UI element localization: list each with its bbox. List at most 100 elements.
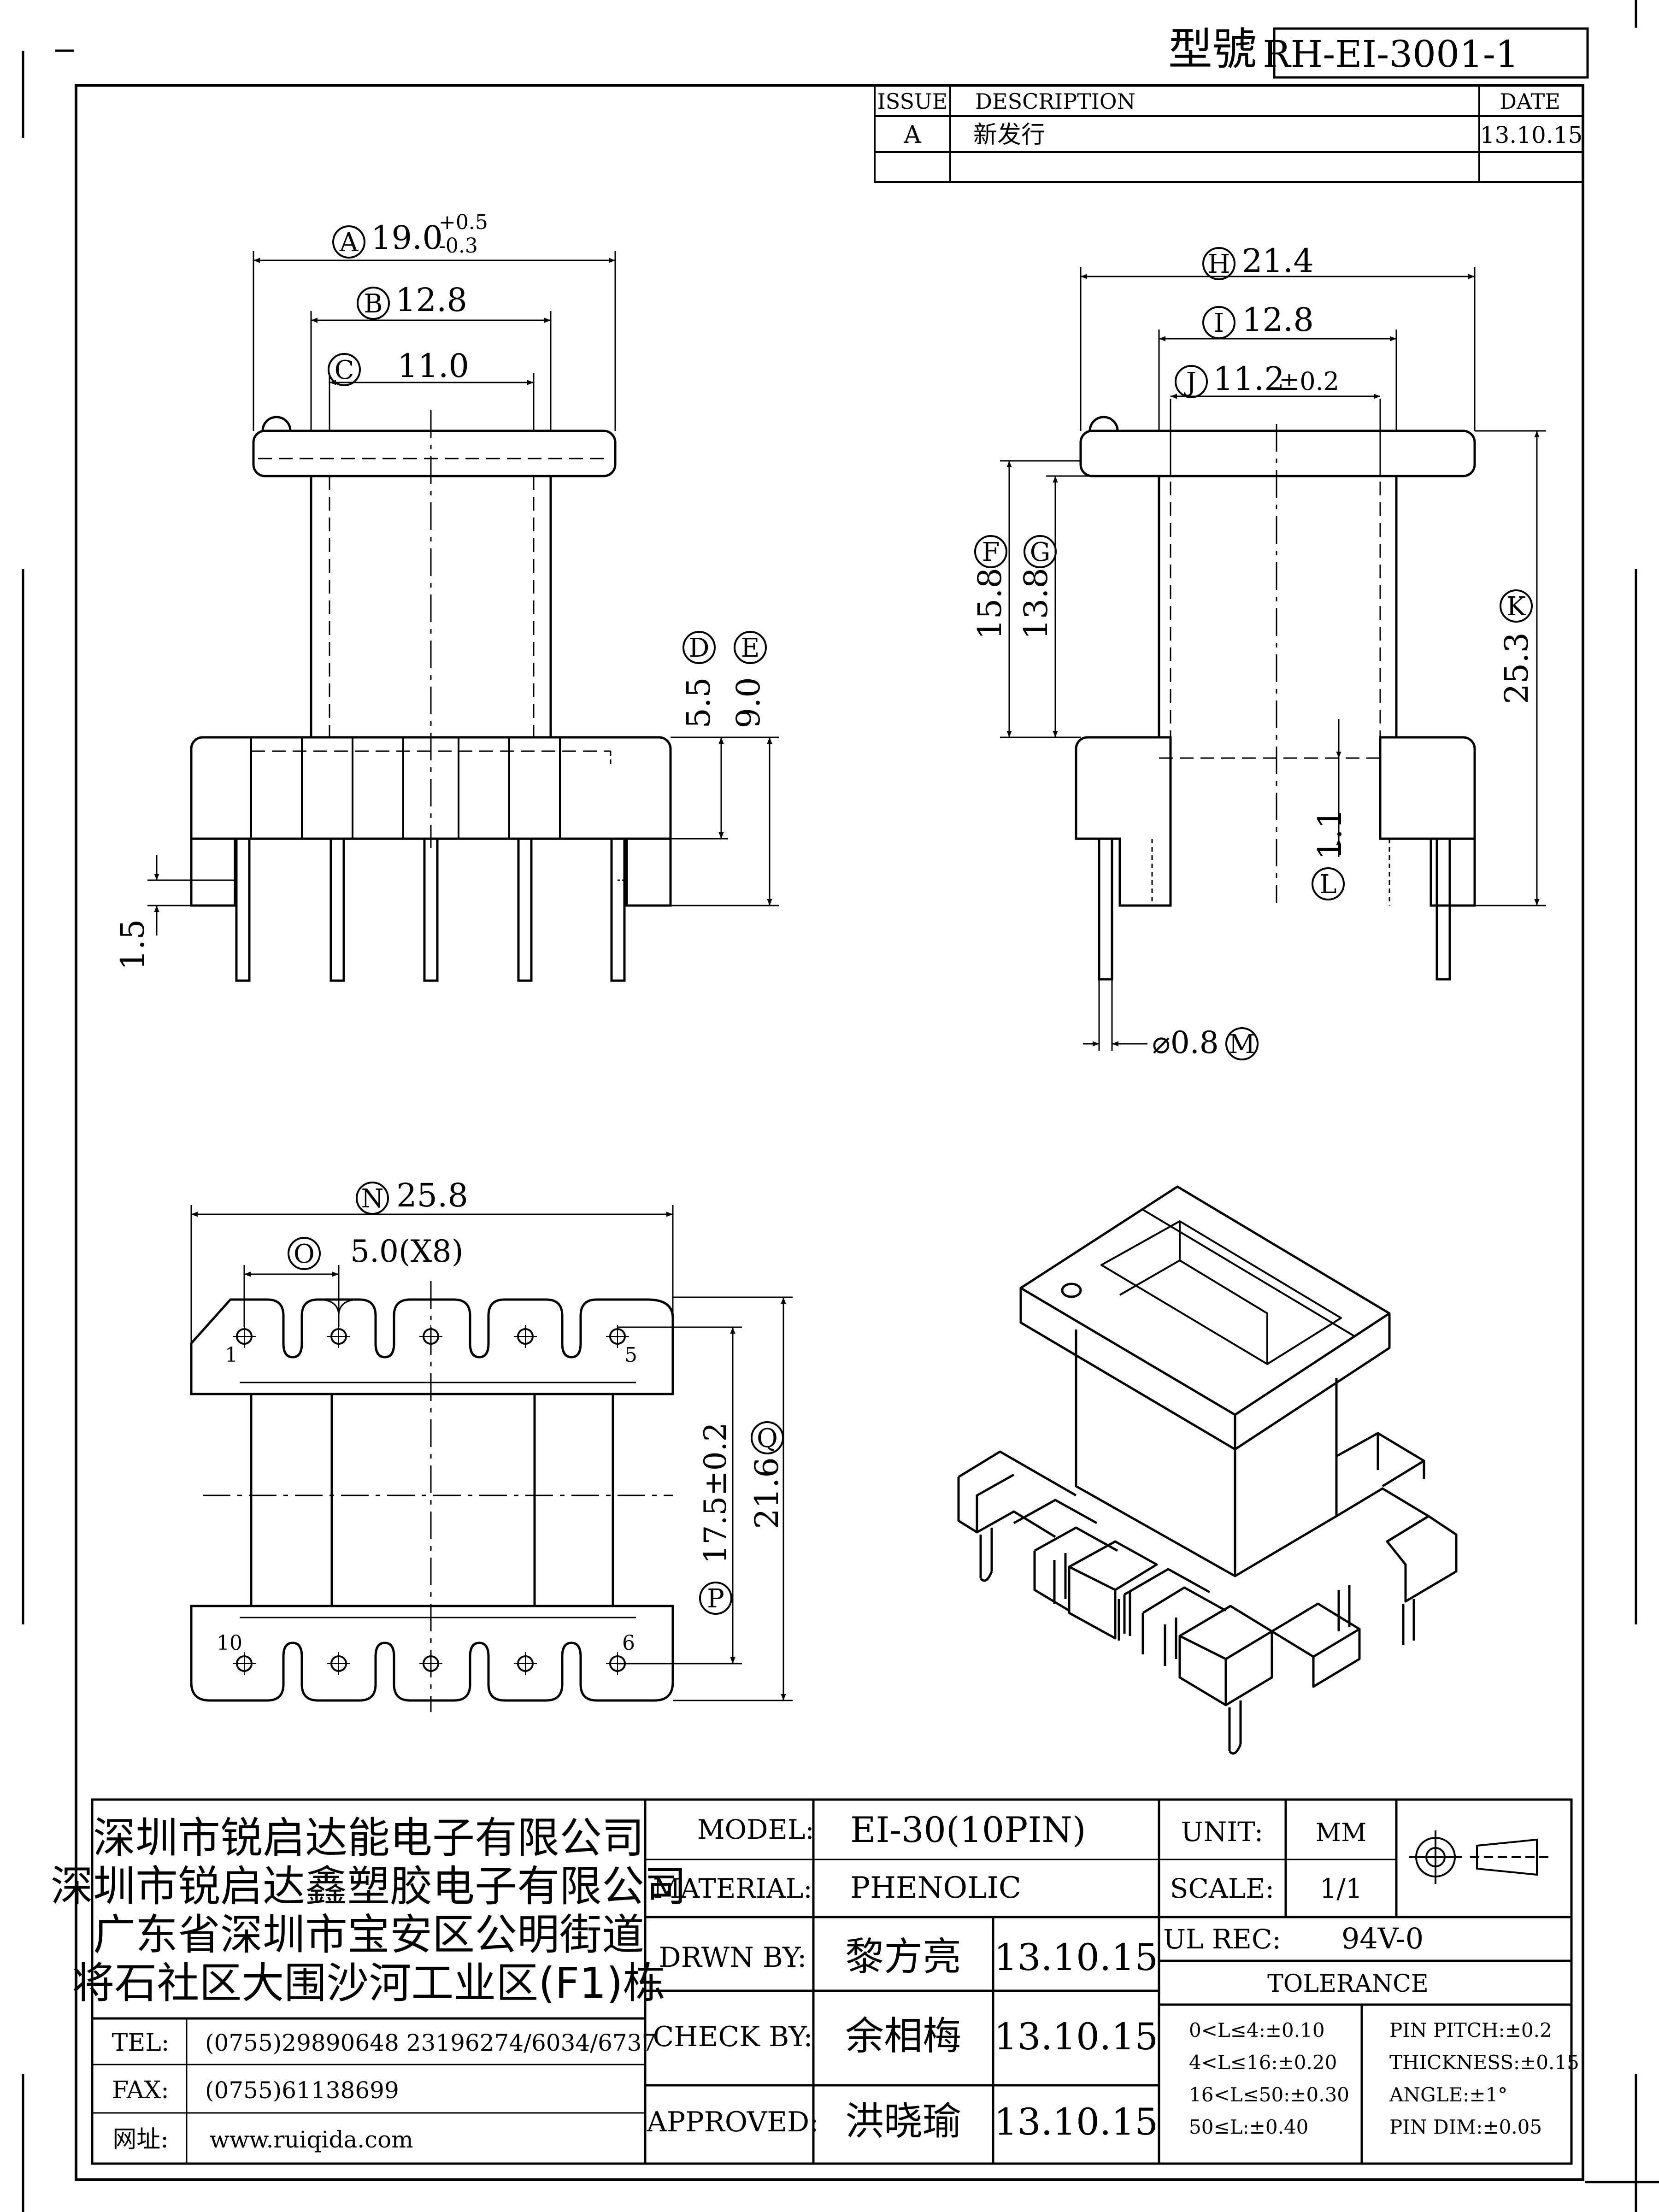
bottom-view <box>190 1281 674 1712</box>
web-label: 网址: <box>112 2126 169 2153</box>
dim-H-value: 21.4 <box>1242 242 1314 280</box>
tel-label: TEL: <box>112 2029 170 2057</box>
fax-value: (0755)61138699 <box>205 2077 399 2104</box>
sheet-border <box>22 0 1659 2212</box>
tol-left-2: 4<L≤16:±0.20 <box>1189 2051 1337 2074</box>
dim-N: N 25.8 <box>356 1177 468 1215</box>
unit-value: MM <box>1316 1818 1367 1847</box>
dim-E-tag: E <box>741 633 760 663</box>
dim-H: H 21.4 <box>1202 242 1314 280</box>
dim-I-tag: I <box>1214 308 1224 338</box>
check-by-name: 余相梅 <box>845 2013 961 2059</box>
dim-J-tolerance: ±0.2 <box>1279 367 1339 396</box>
dim-A-value: 19.0 <box>371 219 443 257</box>
approved-date: 13.10.15 <box>994 2100 1158 2143</box>
dim-F: F 15.8 <box>971 535 1009 640</box>
fax-label: FAX: <box>112 2077 169 2104</box>
unit-label: UNIT: <box>1181 1816 1264 1847</box>
isometric-view <box>957 1185 1458 1755</box>
material-label: MATERIAL: <box>653 1873 812 1904</box>
tol-left-3: 16<L≤50:±0.30 <box>1189 2083 1349 2106</box>
front-view <box>190 410 672 982</box>
dim-pin-length: 1.5 <box>114 919 152 970</box>
model-number-value: RH-EI-3001-1 <box>1263 33 1519 76</box>
dim-K-tag: K <box>1506 592 1526 622</box>
tol-right-1: PIN PITCH:±0.2 <box>1389 2019 1552 2041</box>
dim-B-value: 12.8 <box>395 281 467 319</box>
dim-Q-tag: Q <box>757 1424 778 1453</box>
dim-Q: Q 21.6 <box>748 1421 786 1529</box>
scale-value: 1/1 <box>1319 1873 1362 1904</box>
title-fields: MODEL: EI-30(10PIN) MATERIAL: PHENOLIC D… <box>647 1809 1579 2144</box>
revision-col-date: DATE <box>1500 89 1560 114</box>
dim-I: I 12.8 <box>1202 301 1314 339</box>
dim-P-value: 17.5±0.2 <box>698 1422 733 1564</box>
model-number-header: 型號 RH-EI-3001-1 <box>1168 24 1589 79</box>
company-line-1: 深圳市锐启达能电子有限公司 <box>93 1813 644 1863</box>
revision-col-issue: ISSUE <box>877 89 948 114</box>
approved-label: APPROVED: <box>647 2106 819 2138</box>
approved-name: 洪晓瑜 <box>845 2099 961 2144</box>
dim-O: O 5.0(X8) <box>288 1234 463 1270</box>
revision-description: 新发行 <box>973 121 1045 149</box>
company-line-4: 将石社区大围沙河工业区(F1)栋 <box>72 1959 665 2008</box>
front-view-dimensions <box>147 251 779 935</box>
model-label: MODEL: <box>697 1814 814 1845</box>
tol-right-3: ANGLE:±1° <box>1389 2083 1507 2106</box>
dim-A: A 19.0 +0.5 -0.3 <box>332 211 488 259</box>
company-line-3: 广东省深圳市宝安区公明街道 <box>93 1910 644 1959</box>
dim-J-tag: J <box>1184 367 1196 397</box>
dim-O-value: 5.0(X8) <box>350 1234 463 1269</box>
scale-label: SCALE: <box>1170 1873 1274 1904</box>
check-by-label: CHECK BY: <box>653 2021 812 2053</box>
dim-F-value: 15.8 <box>971 568 1009 640</box>
dim-J: J 11.2 ±0.2 <box>1175 360 1339 398</box>
model-number-label: 型號 <box>1168 24 1257 75</box>
dim-I-value: 12.8 <box>1242 301 1314 339</box>
web-value: www.ruiqida.com <box>210 2126 413 2153</box>
revision-table <box>874 84 1584 183</box>
dim-K-value: 25.3 <box>1498 632 1535 704</box>
revision-issue: A <box>903 121 922 149</box>
ul-label: UL REC: <box>1163 1924 1281 1955</box>
title-block-frame <box>91 1798 1573 2165</box>
check-date: 13.10.15 <box>994 2015 1158 2058</box>
dim-Q-value: 21.6 <box>748 1457 786 1529</box>
drawn-by-name: 黎方亮 <box>845 1934 961 1979</box>
dim-E-value: 9.0 <box>729 677 767 728</box>
ul-value: 94V-0 <box>1341 1922 1424 1955</box>
dim-K: K 25.3 <box>1498 589 1535 704</box>
pin-label-6: 6 <box>622 1631 635 1655</box>
dim-A-tag: A <box>339 228 359 258</box>
dim-M-tag: M <box>1229 1030 1255 1059</box>
drawn-by-label: DRWN BY: <box>659 1941 807 1974</box>
dim-C: C 11.0 <box>328 347 469 386</box>
revision-col-description: DESCRIPTION <box>975 89 1135 114</box>
dim-L: 1.1 L <box>1311 808 1349 900</box>
dim-M: ⌀0.8 M <box>1152 1025 1259 1060</box>
pin-label-5: 5 <box>624 1343 637 1367</box>
dim-P-tag: P <box>707 1584 724 1614</box>
bottom-view-dimensions <box>190 1205 793 1701</box>
projection-symbol-icon <box>1409 1830 1548 1884</box>
tol-left-4: 50≤L:±0.40 <box>1189 2116 1308 2138</box>
dim-B: B 12.8 <box>357 281 467 320</box>
pin-label-10: 10 <box>217 1631 242 1655</box>
tol-left-1: 0<L≤4:±0.10 <box>1189 2019 1325 2041</box>
dim-H-tag: H <box>1208 249 1230 279</box>
revision-date: 13.10.15 <box>1480 122 1583 148</box>
model-value: EI-30(10PIN) <box>850 1809 1086 1850</box>
tolerance-label: TOLERANCE <box>1267 1970 1429 1998</box>
dim-C-value: 11.0 <box>397 347 469 385</box>
side-view-dimensions <box>1000 267 1546 1051</box>
bottom-view-pins <box>233 1325 629 1675</box>
dim-M-value: ⌀0.8 <box>1152 1025 1219 1060</box>
tol-right-4: PIN DIM:±0.05 <box>1389 2116 1542 2138</box>
dim-N-value: 25.8 <box>396 1177 468 1214</box>
drawn-date: 13.10.15 <box>994 1936 1158 1979</box>
dim-J-value: 11.2 <box>1213 360 1285 398</box>
pin-label-1: 1 <box>225 1343 238 1367</box>
dim-N-tag: N <box>361 1184 384 1214</box>
dim-L-tag: L <box>1319 870 1336 900</box>
dim-F-tag: F <box>982 537 1000 567</box>
